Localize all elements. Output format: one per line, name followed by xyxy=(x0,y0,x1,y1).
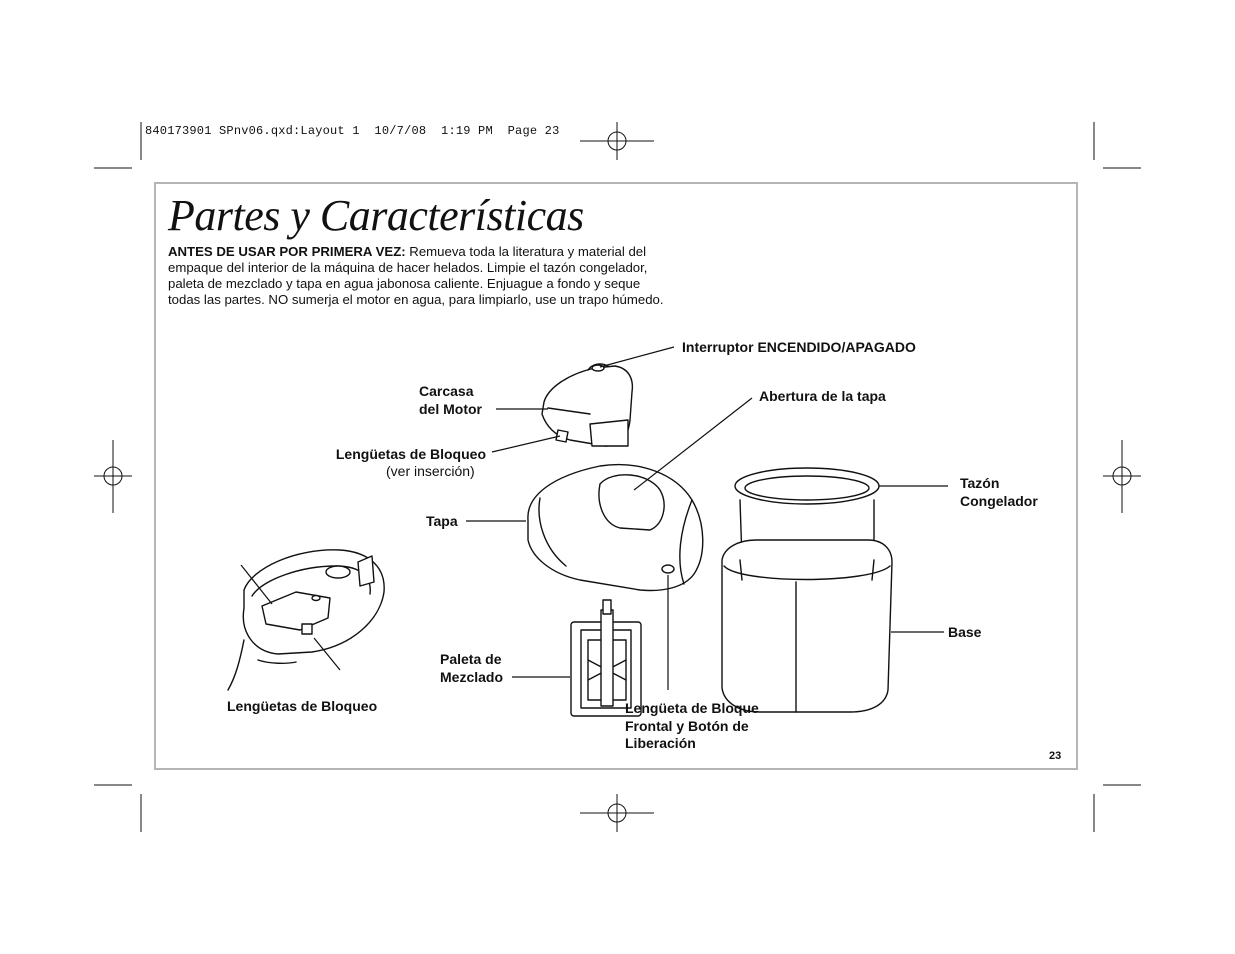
label-freezer-bowl-line2: Congelador xyxy=(960,492,1038,509)
motor-housing-drawing xyxy=(542,364,632,446)
registration-mark-left xyxy=(94,440,132,513)
label-front-lock-tab: Lengüeta de Bloque Frontal y Botón de Li… xyxy=(625,700,759,753)
label-front-lock-tab-line2: Frontal y Botón de xyxy=(625,717,749,734)
base-drawing xyxy=(722,540,892,712)
registration-mark-top xyxy=(580,122,654,160)
label-front-lock-tab-line3: Liberación xyxy=(625,735,696,751)
label-see-inset: (ver inserción) xyxy=(386,463,475,479)
page-number: 23 xyxy=(1049,750,1062,762)
label-mixing-paddle-line1: Paleta de xyxy=(440,651,502,667)
lid-drawing xyxy=(528,465,703,591)
intro-body: Remueva toda la literatura y material de… xyxy=(168,244,664,307)
label-freezer-bowl-line1: Tazón xyxy=(960,475,1000,491)
label-mixing-paddle: Paleta de Mezclado xyxy=(440,651,503,686)
label-front-lock-tab-line1: Lengüeta de Bloque xyxy=(625,700,759,716)
label-lid: Tapa xyxy=(426,513,458,529)
label-mixing-paddle-line2: Mezclado xyxy=(440,668,504,685)
inset-drawing xyxy=(228,550,384,690)
label-base: Base xyxy=(948,624,982,640)
page-frame xyxy=(154,182,1078,770)
label-motor-housing-line2: del Motor xyxy=(419,400,482,417)
page-title: Partes y Características xyxy=(168,191,584,240)
label-locking-tabs: Lengüetas de Bloqueo xyxy=(335,446,486,462)
label-motor-housing: Carcasa del Motor xyxy=(419,383,482,418)
mixing-paddle-drawing xyxy=(571,600,641,716)
registration-mark-right xyxy=(1103,440,1141,513)
label-lid-opening: Abertura de la tapa xyxy=(759,388,886,404)
intro-paragraph: ANTES DE USAR POR PRIMERA VEZ: Remueva t… xyxy=(168,244,668,308)
registration-mark-bottom xyxy=(580,794,654,832)
label-on-off-switch: Interruptor ENCENDIDO/APAGADO xyxy=(682,339,916,355)
label-motor-housing-line1: Carcasa xyxy=(419,383,474,399)
intro-lead: ANTES DE USAR POR PRIMERA VEZ: xyxy=(168,244,406,259)
slug-line: 840173901 SPnv06.qxd:Layout 1 10/7/08 1:… xyxy=(145,124,560,138)
label-inset-locking-tabs: Lengüetas de Bloqueo xyxy=(227,698,378,714)
label-freezer-bowl: Tazón Congelador xyxy=(960,475,1038,510)
